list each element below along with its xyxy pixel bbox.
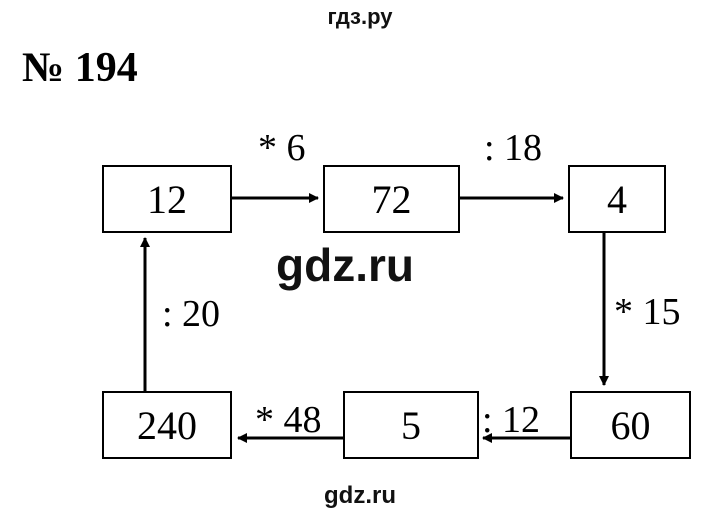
box-72: 72 — [323, 165, 460, 233]
watermark-bottom: gdz.ru — [324, 482, 396, 509]
box-60: 60 — [570, 391, 691, 459]
op-divide-18: : 18 — [484, 127, 543, 169]
op-multiply-48: * 48 — [255, 399, 322, 441]
op-multiply-6: * 6 — [258, 127, 306, 169]
watermark-top: гдз.ру — [327, 4, 393, 29]
problem-number: № 194 — [22, 45, 138, 91]
op-divide-12: : 12 — [482, 399, 541, 441]
op-multiply-15: * 15 — [614, 291, 681, 333]
op-divide-20: : 20 — [162, 293, 221, 335]
box-12: 12 — [102, 165, 232, 233]
box-5: 5 — [343, 391, 479, 459]
watermark-center: gdz.ru — [276, 239, 414, 291]
box-4: 4 — [568, 165, 666, 233]
box-240: 240 — [102, 391, 232, 459]
